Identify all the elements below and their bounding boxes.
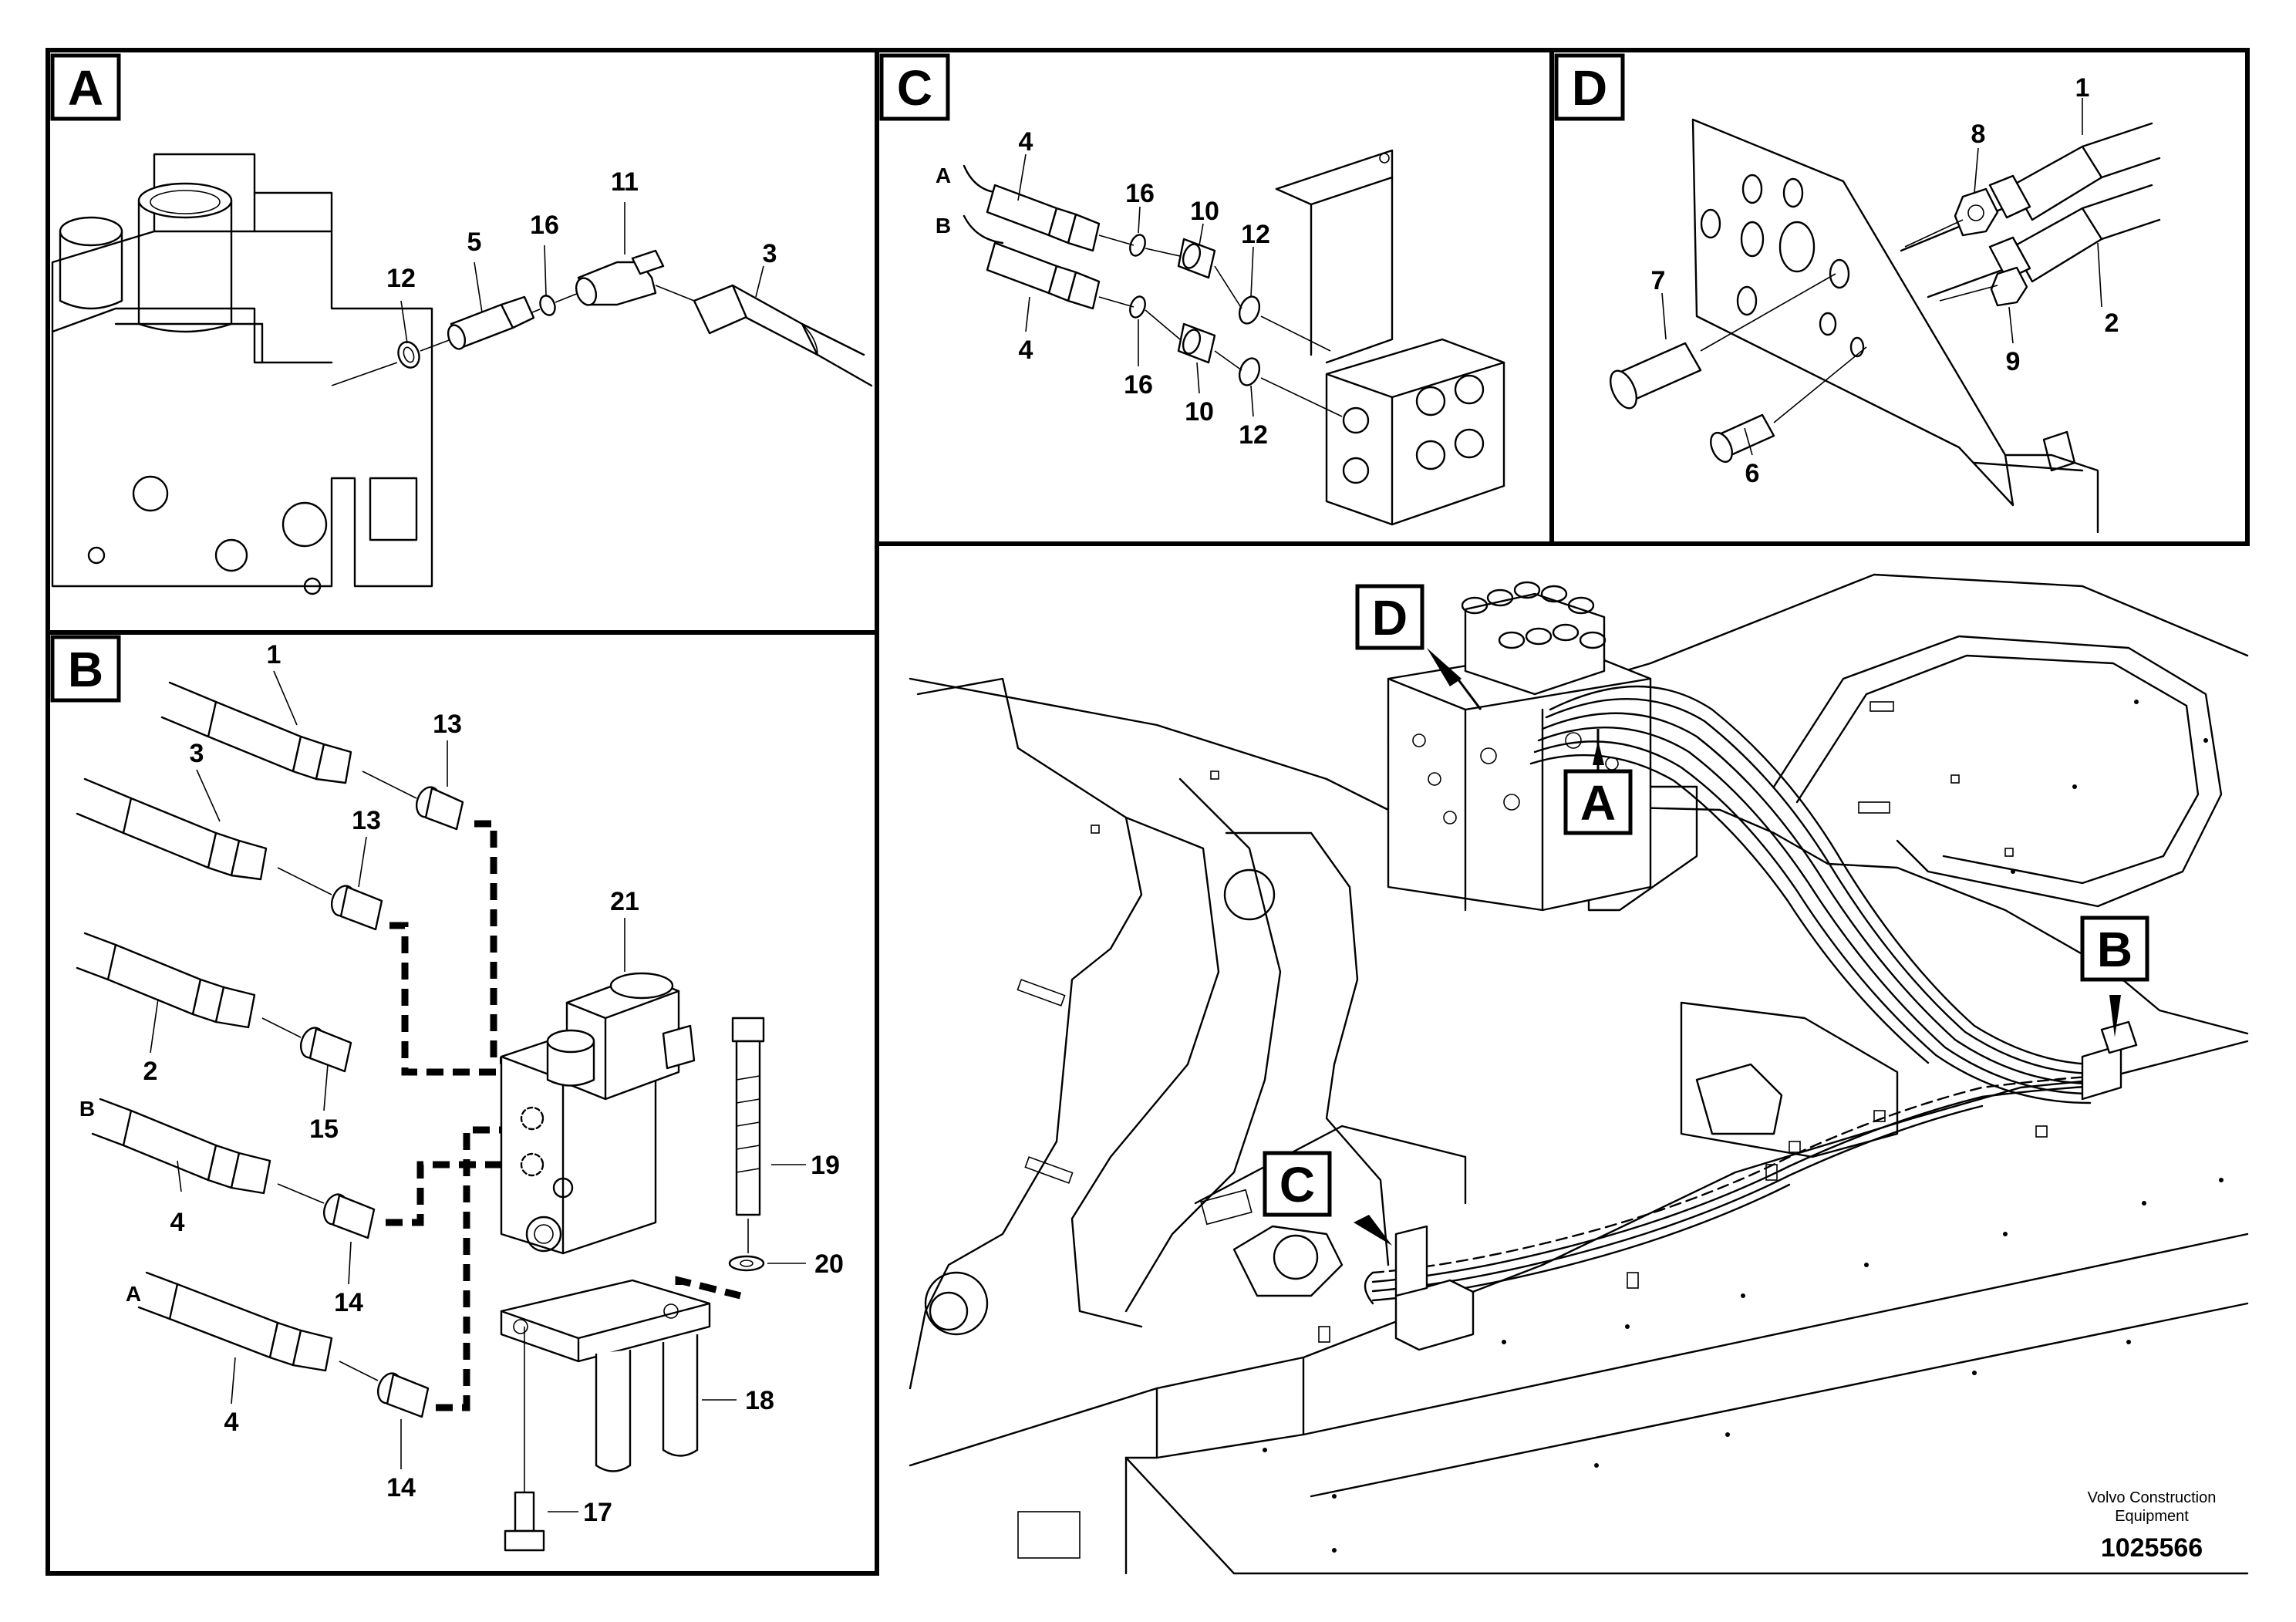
callout-12: 12 bbox=[386, 264, 416, 293]
callout-2: 2 bbox=[143, 1057, 158, 1086]
callout-4: 4 bbox=[1019, 127, 1033, 157]
svg-text:B: B bbox=[2097, 922, 2132, 977]
panel-b-frame bbox=[46, 630, 879, 1576]
callout-12-b: 12 bbox=[1239, 420, 1268, 450]
overview-tag-b: B bbox=[2080, 916, 2149, 982]
panel-d-label: D bbox=[1554, 53, 1625, 121]
callout-4-b: 4 bbox=[224, 1408, 239, 1437]
callout-3: 3 bbox=[763, 239, 777, 268]
panel-d-callouts: 8 1 7 9 2 6 bbox=[1651, 73, 2119, 488]
svg-text:C: C bbox=[897, 60, 932, 116]
callout-20: 20 bbox=[814, 1249, 844, 1279]
svg-text:B: B bbox=[68, 642, 103, 697]
panel-c-drawing bbox=[963, 149, 1505, 526]
panel-b-callouts: 1 13 3 13 21 2 15 19 4 14 20 4 18 14 17 … bbox=[79, 640, 844, 1527]
company-line-1: Volvo Construction bbox=[2088, 1489, 2217, 1506]
panel-d-frame bbox=[1549, 48, 2250, 546]
panel-a-label: A bbox=[50, 53, 121, 121]
svg-text:C: C bbox=[1279, 1157, 1315, 1212]
svg-text:D: D bbox=[1372, 590, 1408, 646]
callout-14-b: 14 bbox=[386, 1473, 416, 1502]
callout-19: 19 bbox=[811, 1151, 840, 1180]
callout-16: 16 bbox=[1125, 179, 1155, 208]
callout-5: 5 bbox=[467, 228, 482, 257]
overview-tag-d: D bbox=[1355, 584, 1424, 650]
callout-4-b: 4 bbox=[1019, 336, 1033, 365]
callout-3: 3 bbox=[190, 739, 204, 768]
panel-b-label: B bbox=[50, 635, 121, 703]
callout-2: 2 bbox=[2105, 309, 2119, 338]
overview-tag-c: C bbox=[1263, 1151, 1332, 1217]
drawing-number: 1025566 bbox=[2101, 1533, 2203, 1563]
svg-text:D: D bbox=[1572, 60, 1607, 116]
overview-tag-a: A bbox=[1563, 769, 1633, 835]
hose-letter-a: A bbox=[936, 164, 951, 187]
callout-1: 1 bbox=[2075, 73, 2090, 103]
company-line-2: Equipment bbox=[2115, 1508, 2189, 1525]
hose-letter-b: B bbox=[936, 214, 951, 238]
panel-c-label: C bbox=[879, 53, 950, 121]
callout-10-b: 10 bbox=[1185, 397, 1214, 427]
callout-10: 10 bbox=[1190, 197, 1219, 226]
callout-7: 7 bbox=[1651, 266, 1666, 295]
callout-4: 4 bbox=[170, 1208, 185, 1237]
panel-a-drawing bbox=[51, 153, 873, 595]
callout-11: 11 bbox=[611, 167, 639, 197]
svg-text:A: A bbox=[1580, 775, 1616, 831]
callout-17: 17 bbox=[583, 1498, 612, 1527]
hose-letter-a: A bbox=[126, 1282, 141, 1306]
overview-drawing bbox=[909, 573, 2249, 1575]
svg-text:A: A bbox=[68, 60, 103, 116]
callout-8: 8 bbox=[1971, 120, 1986, 149]
callout-12: 12 bbox=[1241, 220, 1270, 249]
callout-15: 15 bbox=[309, 1114, 339, 1144]
panel-a-callouts: 12 5 16 11 3 bbox=[386, 167, 777, 293]
callout-9: 9 bbox=[2006, 347, 2021, 376]
callout-13-b: 13 bbox=[352, 806, 381, 835]
panel-c-callouts: 4 16 10 12 4 16 10 12 A B bbox=[936, 127, 1270, 450]
callout-16-b: 16 bbox=[1124, 370, 1153, 400]
callout-18: 18 bbox=[745, 1386, 774, 1415]
callout-21: 21 bbox=[610, 887, 639, 916]
callout-6: 6 bbox=[1745, 459, 1760, 488]
callout-16: 16 bbox=[530, 211, 559, 240]
panel-d-drawing bbox=[1610, 98, 2161, 534]
callout-13: 13 bbox=[433, 710, 462, 739]
panel-b-drawing bbox=[76, 670, 806, 1552]
callout-1: 1 bbox=[267, 640, 282, 669]
hose-letter-b: B bbox=[79, 1097, 95, 1121]
callout-14: 14 bbox=[334, 1288, 363, 1317]
